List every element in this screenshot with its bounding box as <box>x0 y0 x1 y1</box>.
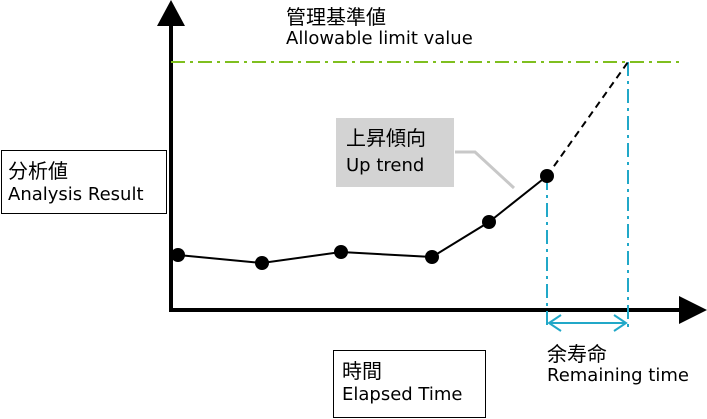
trend-leader-line <box>455 150 516 190</box>
data-point <box>425 250 439 264</box>
remaining-label-en: Remaining time <box>547 365 689 386</box>
data-point <box>255 256 269 270</box>
y-axis-label-en: Analysis Result <box>8 184 144 205</box>
extrapolation-line <box>546 61 629 177</box>
trend-label: 上昇傾向 Up trend <box>336 118 454 187</box>
limit-label: 管理基準値 Allowable limit value <box>286 6 473 50</box>
y-axis-label-jp: 分析値 <box>8 159 68 183</box>
x-axis-label: 時間 Elapsed Time <box>333 350 486 418</box>
data-point <box>482 215 496 229</box>
x-axis-label-jp: 時間 <box>342 359 382 383</box>
double-arrow-icon <box>547 314 628 332</box>
limit-label-jp: 管理基準値 <box>286 5 386 29</box>
data-point <box>334 245 348 259</box>
remaining-label-jp: 余寿命 <box>547 342 607 366</box>
remaining-label: 余寿命 Remaining time <box>547 343 689 387</box>
y-axis-label: 分析値 Analysis Result <box>1 150 167 214</box>
data-line <box>177 175 548 265</box>
data-point <box>171 248 185 262</box>
y-axis-arrow-icon <box>157 0 185 26</box>
x-axis-label-en: Elapsed Time <box>342 384 463 405</box>
x-axis-arrow-icon <box>679 296 707 324</box>
trend-label-en: Up trend <box>346 155 425 176</box>
data-point <box>540 169 554 183</box>
limit-label-en: Allowable limit value <box>286 28 473 49</box>
trend-label-jp: 上昇傾向 <box>346 126 426 150</box>
